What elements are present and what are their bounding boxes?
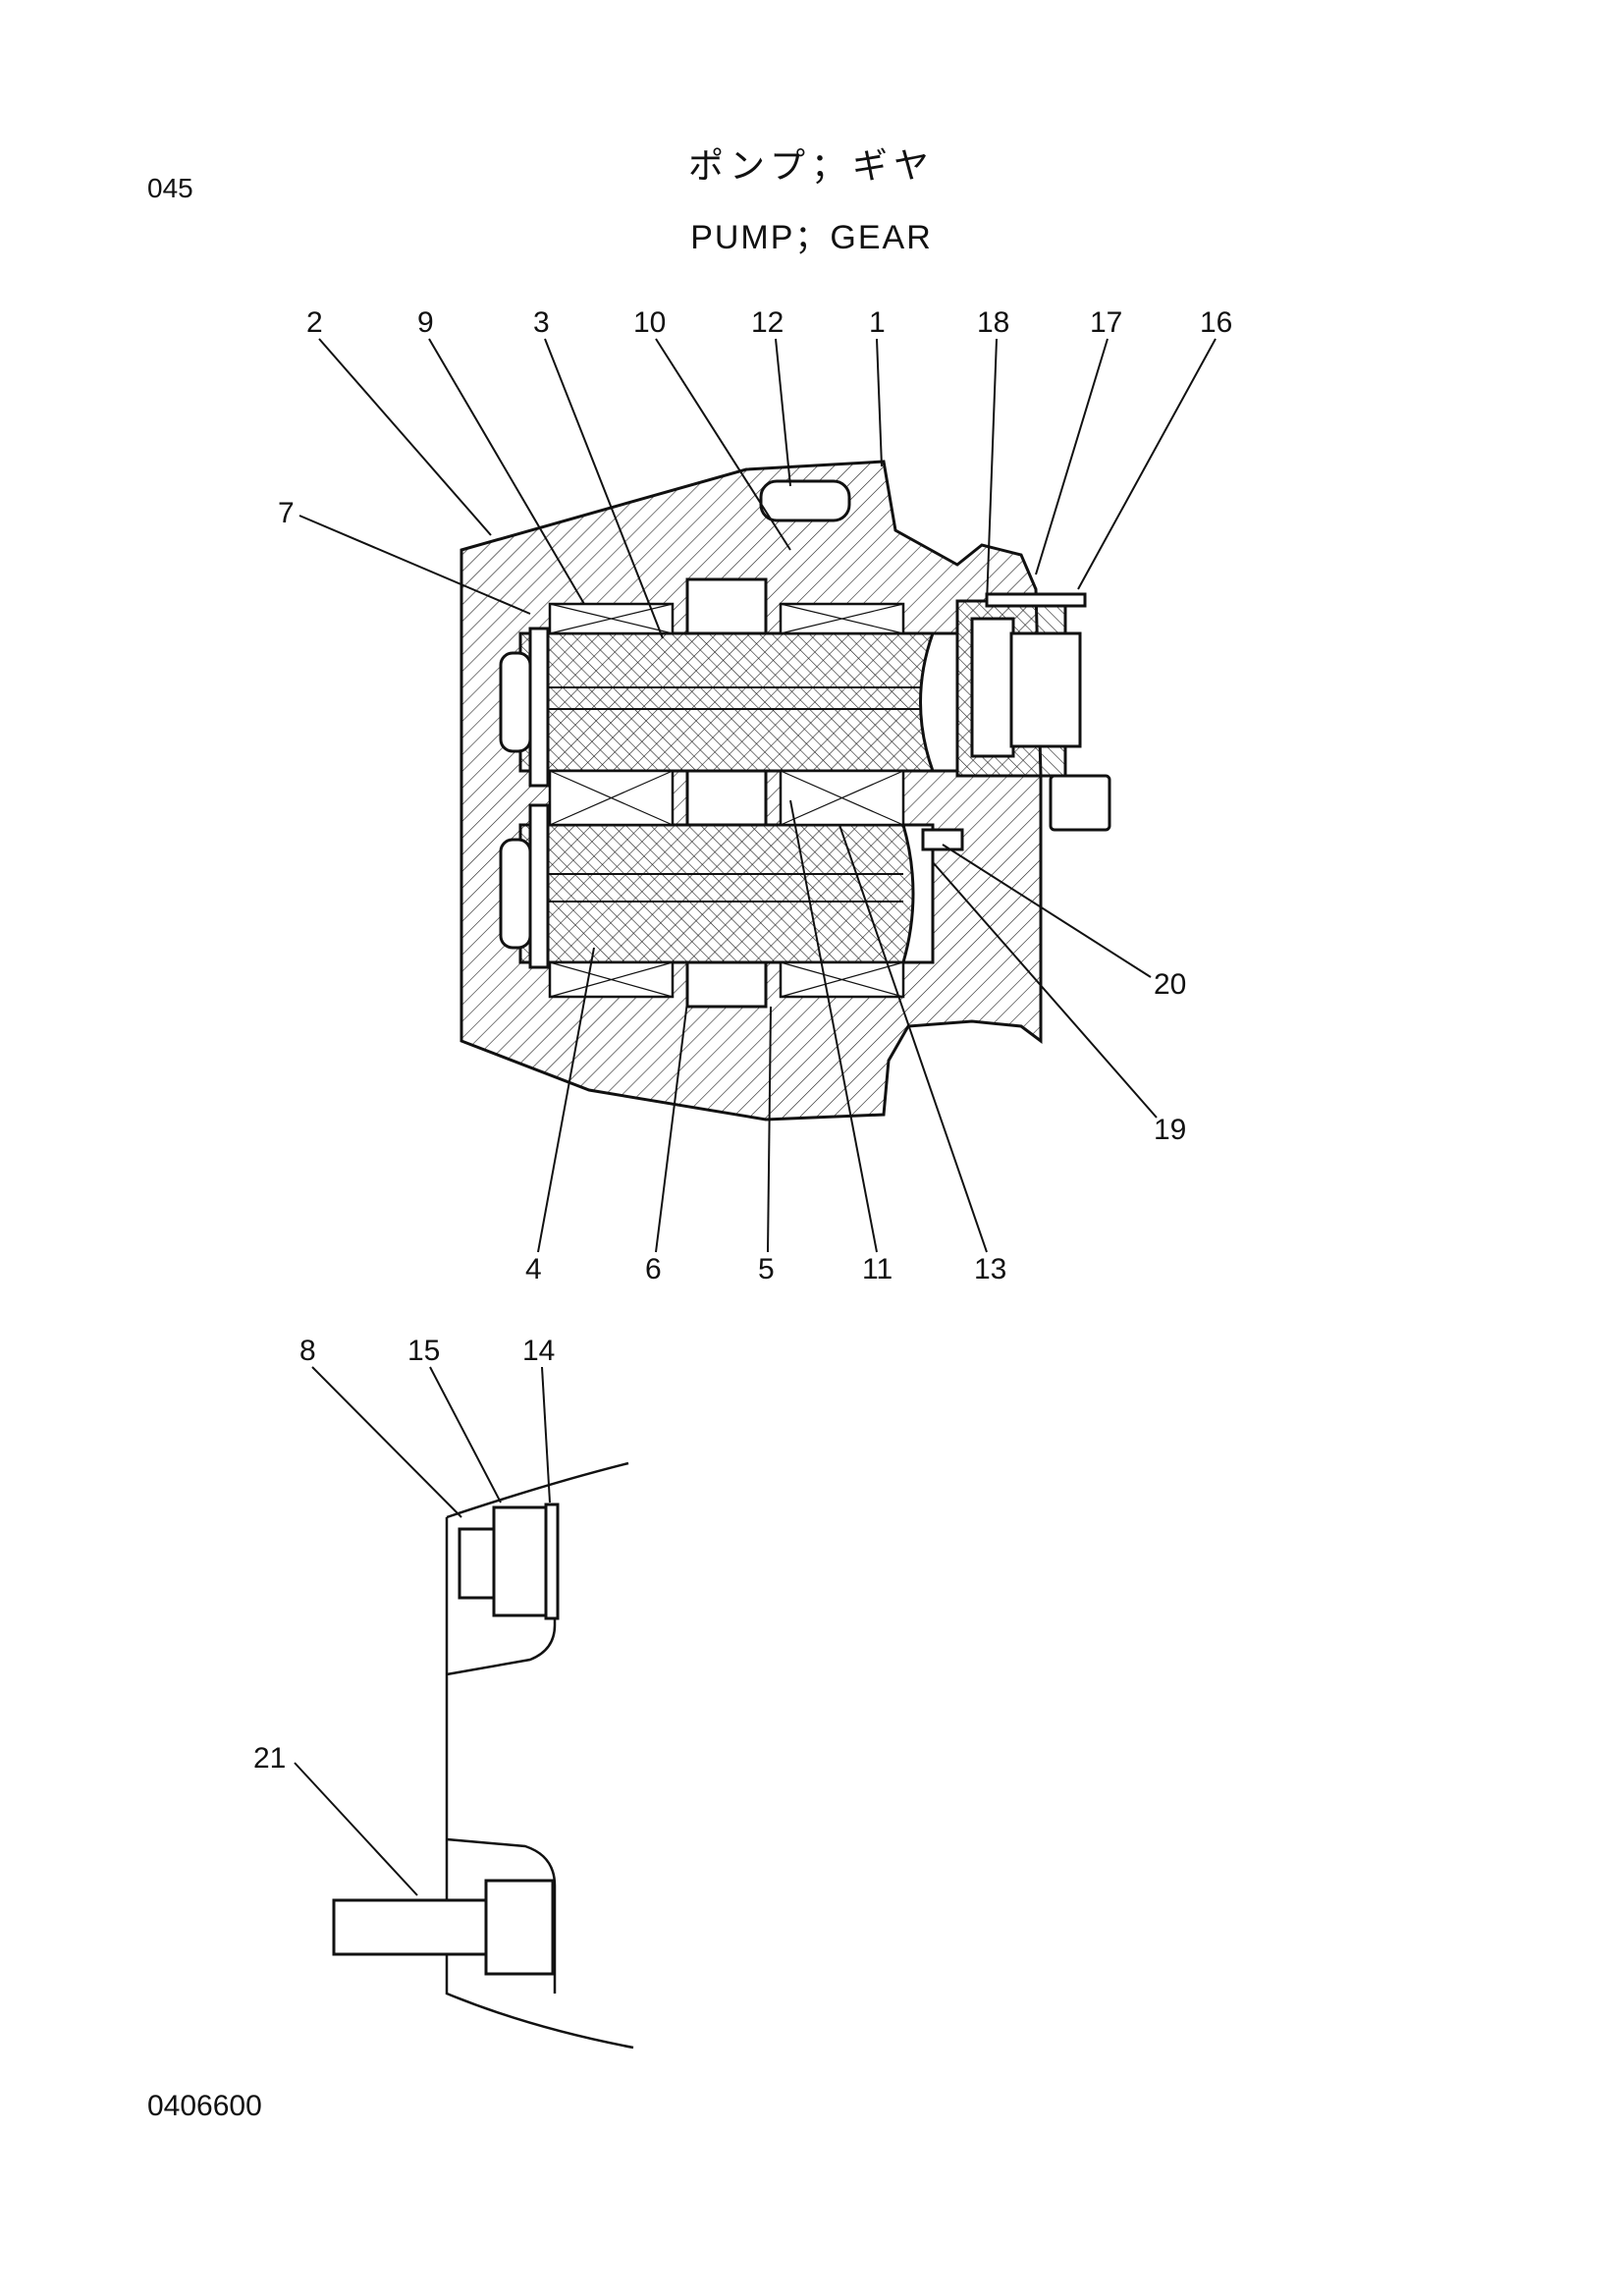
bearings	[548, 602, 905, 999]
callout-label: 4	[525, 1253, 542, 1285]
callout-label: 2	[306, 306, 323, 339]
callout-11: 11	[789, 799, 893, 1285]
callout-label: 3	[533, 306, 550, 339]
callout-4: 4	[525, 947, 595, 1285]
callout-label: 19	[1154, 1114, 1186, 1146]
callout-label: 14	[522, 1335, 555, 1367]
mounting-detail-view	[332, 1461, 634, 2050]
page-code: 045	[147, 173, 193, 203]
callout-label: 12	[751, 306, 784, 339]
callout-label: 8	[299, 1335, 316, 1367]
callout-15: 15	[407, 1335, 502, 1503]
callout-6: 6	[645, 1001, 688, 1285]
callout-9: 9	[417, 306, 585, 605]
callout-label: 18	[977, 306, 1009, 339]
callout-label: 1	[869, 306, 886, 339]
callout-label: 21	[253, 1742, 286, 1775]
drive-shaft	[499, 631, 959, 773]
document-id: 0406600	[147, 2090, 262, 2122]
callout-18: 18	[977, 306, 1009, 605]
callout-label: 16	[1200, 306, 1232, 339]
callout-label: 7	[278, 497, 295, 529]
callout-label: 9	[417, 306, 434, 339]
callout-2: 2	[306, 306, 492, 536]
callout-19: 19	[932, 861, 1186, 1146]
callout-label: 6	[645, 1253, 662, 1285]
coupling-assembly	[921, 592, 1111, 851]
callout-label: 11	[862, 1253, 893, 1285]
callout-10: 10	[633, 306, 791, 551]
callout-8: 8	[299, 1335, 462, 1518]
callout-21: 21	[253, 1742, 418, 1896]
callout-17: 17	[1035, 306, 1122, 575]
driven-shaft	[499, 823, 935, 964]
callout-14: 14	[522, 1335, 555, 1503]
callout-label: 13	[974, 1253, 1006, 1285]
callout-label: 20	[1154, 968, 1186, 1001]
callout-20: 20	[942, 844, 1186, 1001]
callout-label: 15	[407, 1335, 440, 1367]
diagram-title-japanese: ポンプ；ギヤ	[688, 146, 935, 187]
callout-label: 5	[758, 1253, 775, 1285]
callout-16: 16	[1077, 306, 1232, 590]
callout-12: 12	[751, 306, 791, 487]
callout-7: 7	[278, 497, 531, 615]
callout-3: 3	[533, 306, 664, 639]
callout-13: 13	[839, 824, 1006, 1285]
callout-label: 17	[1090, 306, 1122, 339]
diagram-title-english: PUMP；GEAR	[690, 219, 933, 256]
gears	[528, 479, 851, 1009]
callout-1: 1	[869, 306, 886, 467]
callout-5: 5	[758, 1006, 775, 1285]
callout-label: 10	[633, 306, 666, 339]
